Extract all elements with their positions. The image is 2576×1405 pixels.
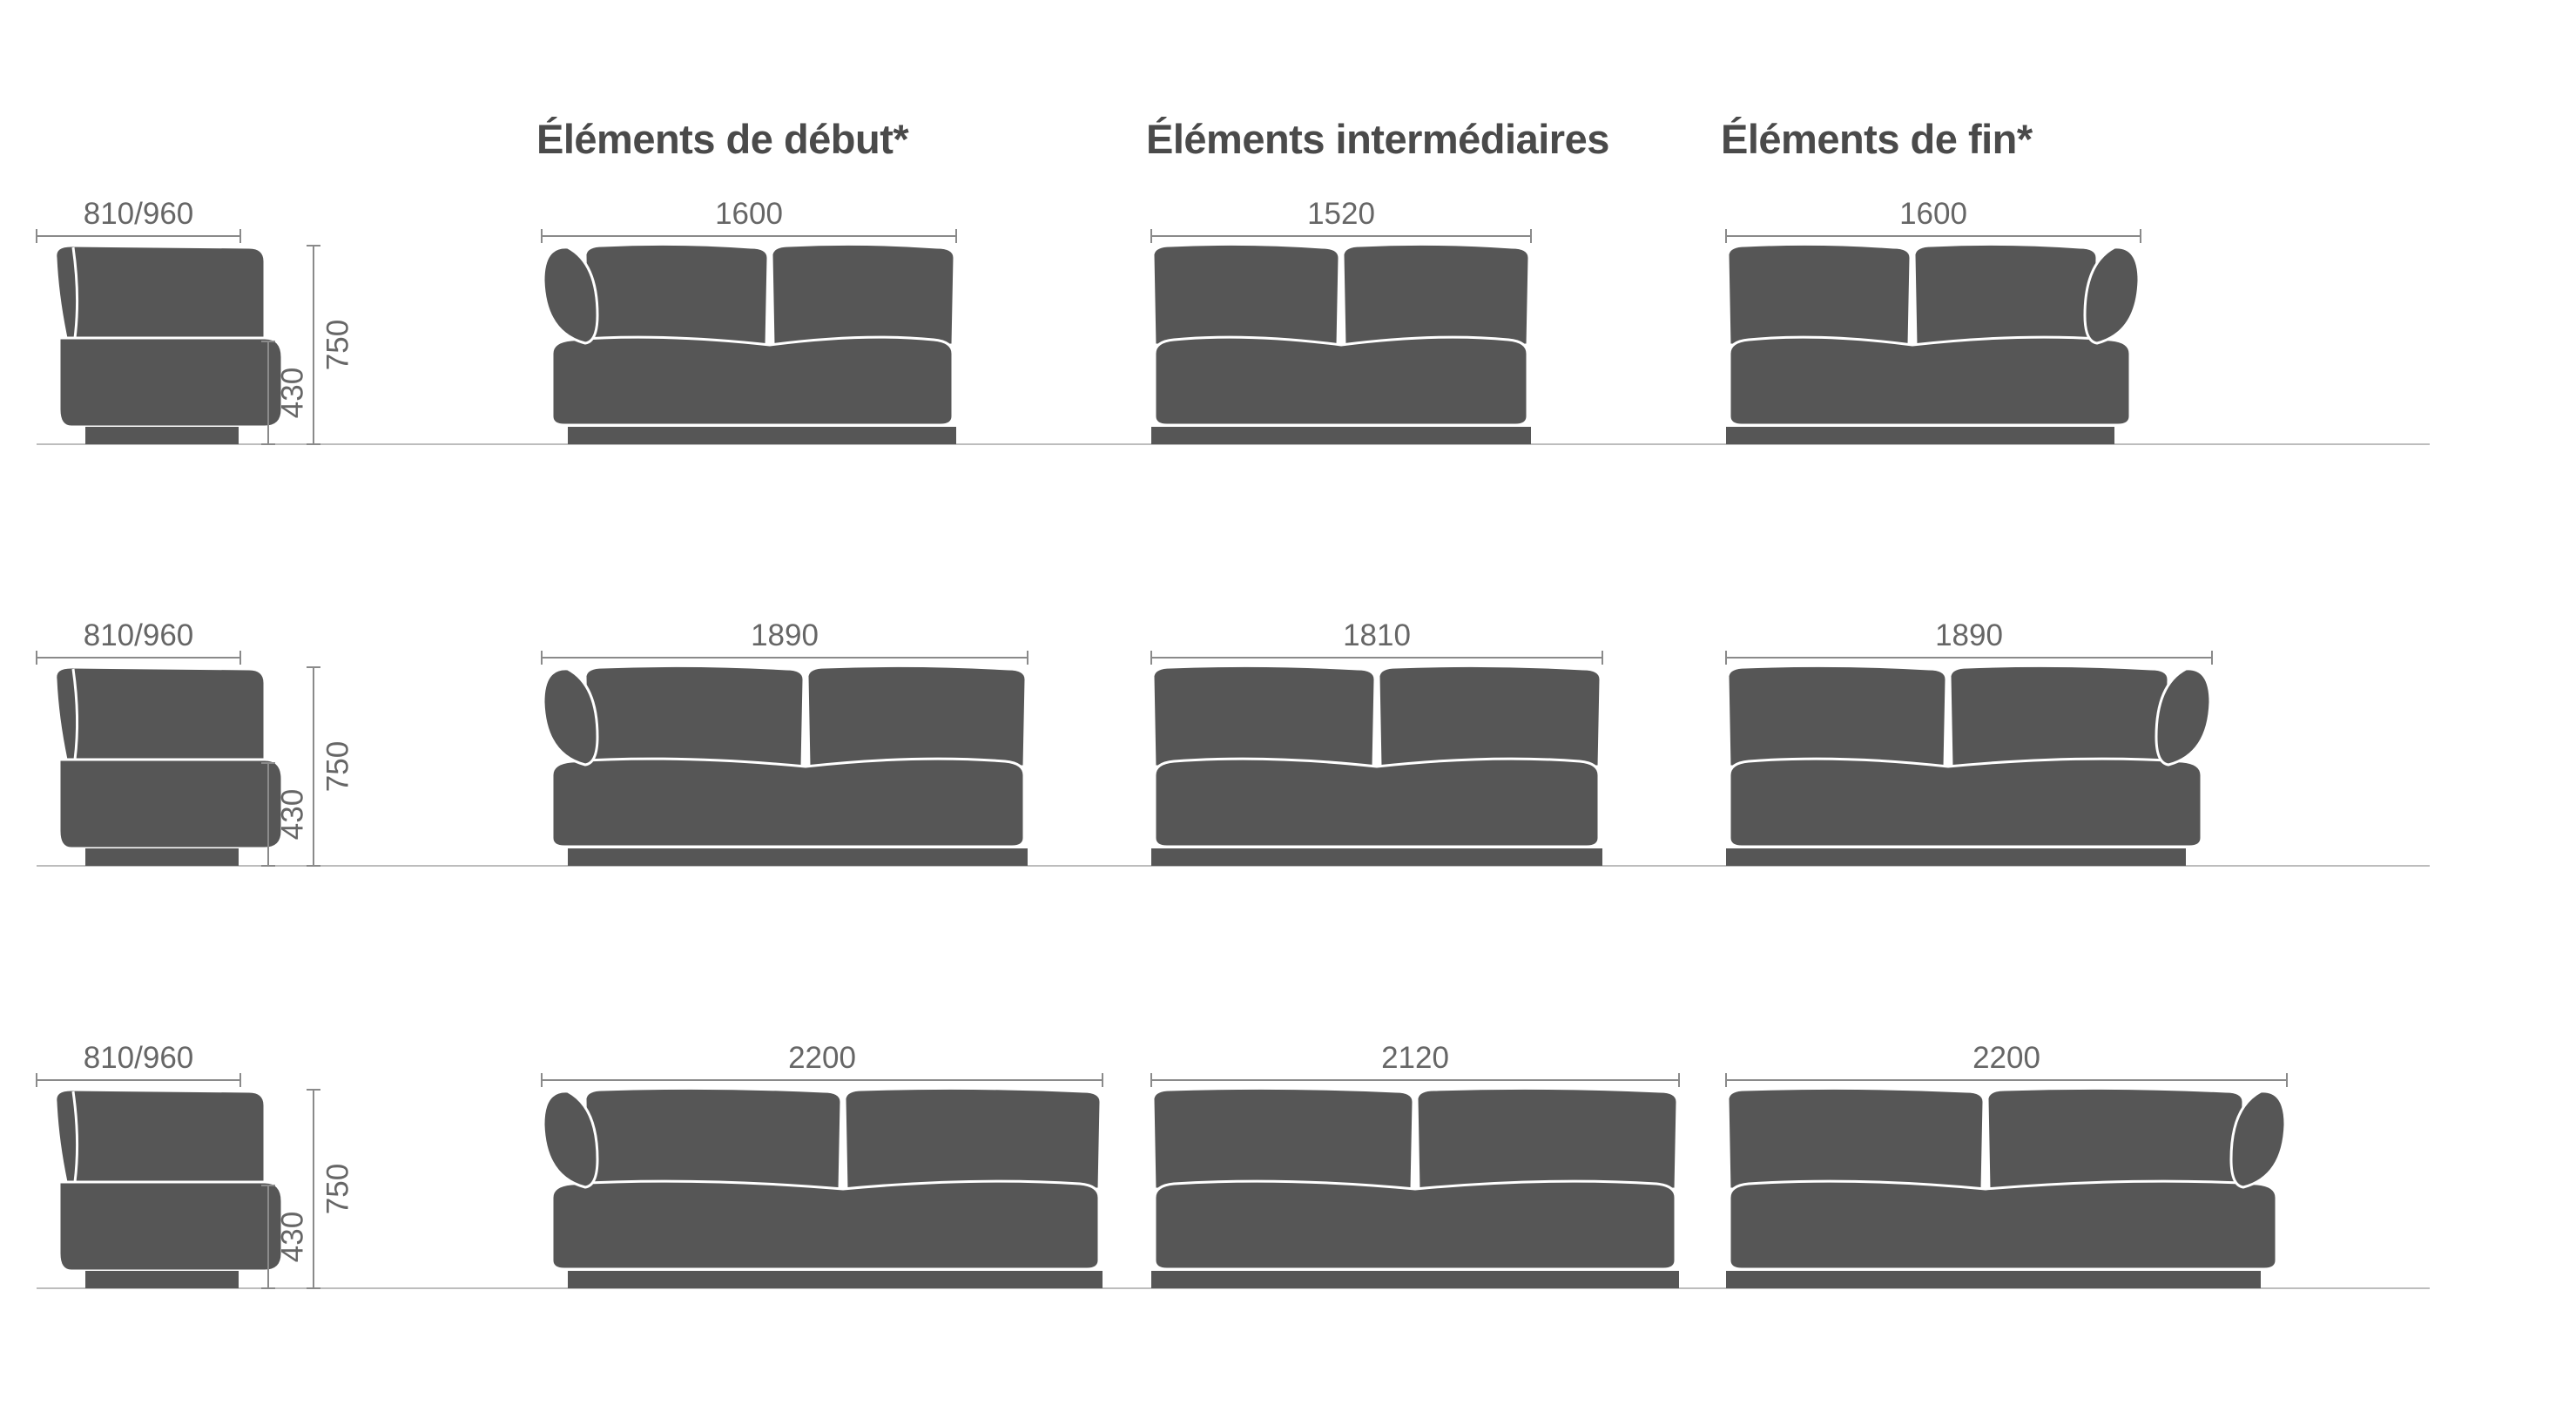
row-3-start-width-dimension-label: 2200 bbox=[788, 1041, 856, 1075]
row-2-side-view-back-fold bbox=[71, 668, 79, 760]
row-2-depth-dimension-label: 810/960 bbox=[84, 618, 194, 652]
row-2-start-width-dimension-label: 1890 bbox=[751, 618, 819, 652]
row-1-end-element-seat-cushion bbox=[1728, 335, 2132, 427]
row-3-depth-dimension-label: 810/960 bbox=[84, 1041, 194, 1075]
row-3-end-width-dimension-label: 2200 bbox=[1972, 1041, 2040, 1075]
row-1-middle-element-plinth bbox=[1151, 427, 1531, 444]
row-1-side-view-plinth bbox=[85, 427, 239, 444]
row-1-start-element-seat-cushion bbox=[550, 335, 954, 427]
row-2-start-element-armrest-left bbox=[542, 667, 599, 767]
row-2-seat-height-dimension-label: 430 bbox=[275, 789, 309, 840]
row-1-seat-height-dimension-label: 430 bbox=[275, 368, 309, 418]
row-1-middle-element-back-cushion-2 bbox=[1341, 242, 1531, 347]
heading-end-elements: Éléments de fin* bbox=[1721, 116, 2033, 162]
row-1-end-element-back-cushion-1 bbox=[1726, 242, 1912, 347]
row-2-start-element-seat-cushion bbox=[550, 757, 1026, 848]
row-3-end-element-seat-cushion bbox=[1728, 1179, 2278, 1271]
row-2-side-view-seat-cushion bbox=[57, 758, 284, 850]
row-1-total-height-dimension-label: 750 bbox=[320, 320, 354, 370]
row-3-start-element-armrest-left bbox=[542, 1090, 599, 1189]
row-2-side-view-back-cushion bbox=[54, 665, 266, 761]
row-2-end-element-back-cushion-1 bbox=[1726, 664, 1948, 768]
row-3-end-element-armrest-right bbox=[2229, 1090, 2287, 1189]
row-1-depth-dimension-label: 810/960 bbox=[84, 197, 194, 231]
row-3-side-view-seat-cushion bbox=[57, 1180, 284, 1273]
row-2-end-width-dimension-label: 1890 bbox=[1935, 618, 2003, 652]
row-1-start-element-plinth bbox=[568, 427, 956, 444]
row-1-middle-width-dimension-label: 1520 bbox=[1307, 197, 1375, 231]
row-3-middle-element-plinth bbox=[1151, 1271, 1679, 1288]
row-1-start-element-back-cushion-2 bbox=[770, 242, 956, 347]
row-2-start-element-plinth bbox=[568, 848, 1028, 866]
row-3-start-element-back-cushion-1 bbox=[583, 1086, 843, 1191]
row-3-middle-element-seat-cushion bbox=[1153, 1179, 1677, 1271]
row-2-end-element-armrest-right bbox=[2155, 667, 2212, 767]
row-2-middle-element-back-cushion-1 bbox=[1151, 664, 1377, 768]
row-1-end-element-back-cushion-2 bbox=[1912, 242, 2099, 347]
row-2-middle-width-dimension-label: 1810 bbox=[1343, 618, 1411, 652]
row-1-end-element-armrest-right bbox=[2083, 246, 2141, 345]
row-2-end-element-back-cushion-2 bbox=[1948, 664, 2170, 768]
row-3-start-element-back-cushion-2 bbox=[843, 1086, 1103, 1191]
row-3-seat-height-dimension-label: 430 bbox=[275, 1212, 309, 1262]
row-1-middle-element-back-cushion-1 bbox=[1151, 242, 1341, 347]
row-3-end-element-plinth bbox=[1726, 1271, 2261, 1288]
row-3-side-view-back-fold bbox=[71, 1091, 79, 1183]
row-2-end-element-seat-cushion bbox=[1728, 757, 2203, 848]
row-2-total-height-dimension-label: 750 bbox=[320, 741, 354, 792]
row-3-middle-width-dimension-label: 2120 bbox=[1381, 1041, 1449, 1075]
row-3-side-view-plinth bbox=[85, 1271, 239, 1288]
row-2-middle-element-back-cushion-2 bbox=[1377, 664, 1602, 768]
row-2-end-element-plinth bbox=[1726, 848, 2186, 866]
row-2-start-element-back-cushion-1 bbox=[583, 664, 806, 768]
row-1-middle-element-seat-cushion bbox=[1153, 335, 1529, 427]
row-3-start-element-seat-cushion bbox=[550, 1179, 1101, 1271]
row-3-total-height-dimension-label: 750 bbox=[320, 1164, 354, 1214]
row-3-middle-element-back-cushion-1 bbox=[1151, 1086, 1415, 1191]
row-1-side-view-back-cushion bbox=[54, 244, 266, 340]
row-1-start-element-armrest-left bbox=[542, 246, 599, 345]
row-1-start-element-back-cushion-1 bbox=[583, 242, 770, 347]
row-3-start-element-plinth bbox=[568, 1271, 1103, 1288]
row-3-middle-element-back-cushion-2 bbox=[1415, 1086, 1679, 1191]
row-2-start-element-back-cushion-2 bbox=[806, 664, 1028, 768]
heading-start-elements: Éléments de début* bbox=[536, 116, 909, 162]
row-1-side-view-back-fold bbox=[71, 247, 79, 339]
row-1-end-width-dimension-label: 1600 bbox=[1899, 197, 1967, 231]
row-2-middle-element-plinth bbox=[1151, 848, 1602, 866]
row-2-side-view-plinth bbox=[85, 848, 239, 866]
row-3-end-element-back-cushion-1 bbox=[1726, 1086, 1986, 1191]
row-3-end-element-back-cushion-2 bbox=[1986, 1086, 2245, 1191]
row-2-middle-element-seat-cushion bbox=[1153, 757, 1601, 848]
row-1-start-width-dimension-label: 1600 bbox=[715, 197, 783, 231]
heading-middle-elements: Éléments intermédiaires bbox=[1146, 116, 1609, 162]
row-1-side-view-seat-cushion bbox=[57, 336, 284, 429]
row-3-side-view-back-cushion bbox=[54, 1088, 266, 1184]
row-1-end-element-plinth bbox=[1726, 427, 2114, 444]
